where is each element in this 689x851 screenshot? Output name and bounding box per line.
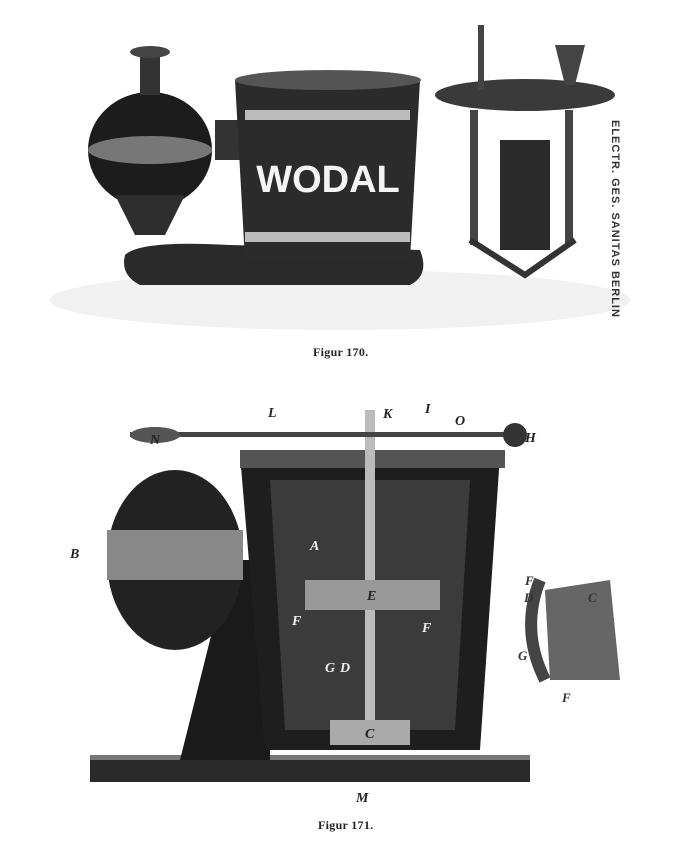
label-N: N <box>149 433 161 448</box>
inset-label-G: G <box>518 648 528 663</box>
label-K: K <box>382 407 394 422</box>
label-A: A <box>309 539 319 554</box>
figure-171-illustration <box>90 410 620 782</box>
label-L: L <box>267 406 277 421</box>
label-M: M <box>355 791 369 806</box>
inset-label-D: D <box>523 590 534 605</box>
label-F-right: F <box>421 621 432 636</box>
figure-170-caption: Figur 170. <box>313 345 369 359</box>
label-O: O <box>455 414 465 429</box>
figure-170-illustration: WODAL ELECTR. GES. SANITAS BERLIN <box>50 25 630 330</box>
label-D: D <box>339 661 350 676</box>
inset-label-F-below: F <box>561 690 571 705</box>
inset-label-C: C <box>588 590 597 605</box>
figure-171-caption: Figur 171. <box>318 818 374 832</box>
maker-mark: ELECTR. GES. SANITAS BERLIN <box>609 120 621 318</box>
label-C: C <box>365 727 375 742</box>
label-G: G <box>325 661 335 676</box>
wodal-drum-text: WODAL <box>256 159 400 201</box>
label-H: H <box>524 431 537 446</box>
label-B: B <box>69 547 79 562</box>
inset-label-F: F <box>524 573 534 588</box>
label-I: I <box>424 402 431 417</box>
label-F-left: F <box>291 614 302 629</box>
label-E: E <box>366 589 376 604</box>
